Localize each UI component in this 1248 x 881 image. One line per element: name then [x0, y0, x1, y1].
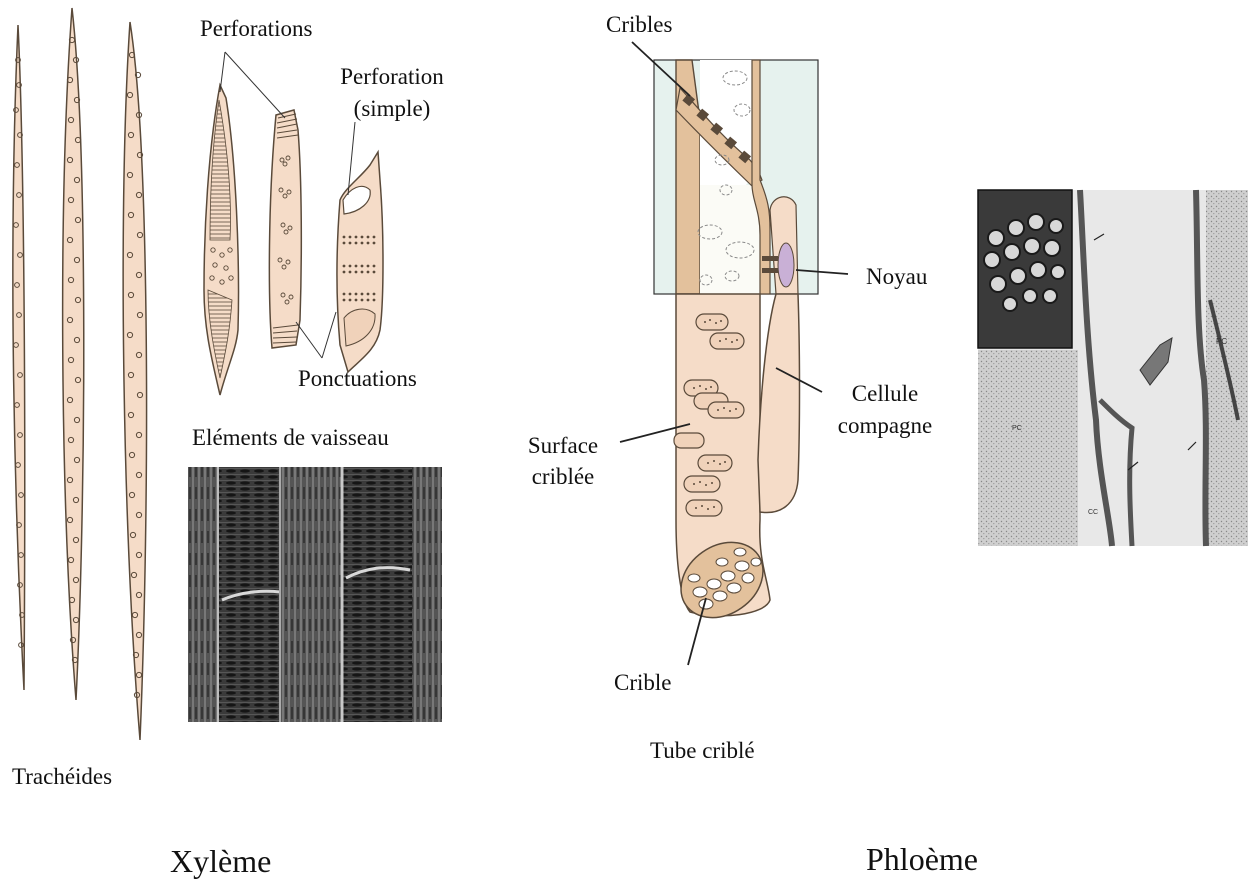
label-perforation-simple-2: (simple) [330, 96, 454, 121]
vessel-element-1 [204, 85, 239, 395]
label-xyleme: Xylème [170, 844, 271, 879]
label-phloeme: Phloème [866, 842, 978, 877]
label-perforations: Perforations [200, 16, 312, 41]
tem-label-pc-left: PC [1012, 425, 1022, 432]
vessel-element-3 [337, 152, 383, 372]
label-ponctuations: Ponctuations [298, 366, 417, 391]
label-crible: Crible [614, 670, 672, 695]
label-elements-vaisseau: Eléments de vaisseau [192, 425, 389, 450]
tracheid-3 [123, 22, 146, 740]
tracheid-2 [63, 8, 84, 700]
label-tube-crible: Tube criblé [650, 738, 755, 763]
companion-cell [758, 294, 800, 513]
label-surface-criblee-2: criblée [518, 464, 608, 489]
tem-label-pc-right: PC [1216, 337, 1227, 346]
phloem-tem-micrograph: PC PC CC [978, 190, 1248, 546]
label-cellule-compagne-2: compagne [822, 413, 948, 438]
label-perforation-simple-1: Perforation [330, 64, 454, 89]
tracheid-1 [13, 25, 25, 690]
tem-label-cc: CC [1088, 509, 1098, 516]
label-surface-criblee-1: Surface [518, 433, 608, 458]
label-cribles: Cribles [606, 12, 672, 37]
sieve-tube-inset [654, 60, 818, 294]
vessel-sem-micrograph [188, 467, 442, 722]
vessel-element-2 [269, 110, 301, 348]
label-noyau: Noyau [866, 264, 927, 289]
label-tracheides: Trachéides [12, 764, 112, 789]
label-cellule-compagne-1: Cellule [822, 381, 948, 406]
